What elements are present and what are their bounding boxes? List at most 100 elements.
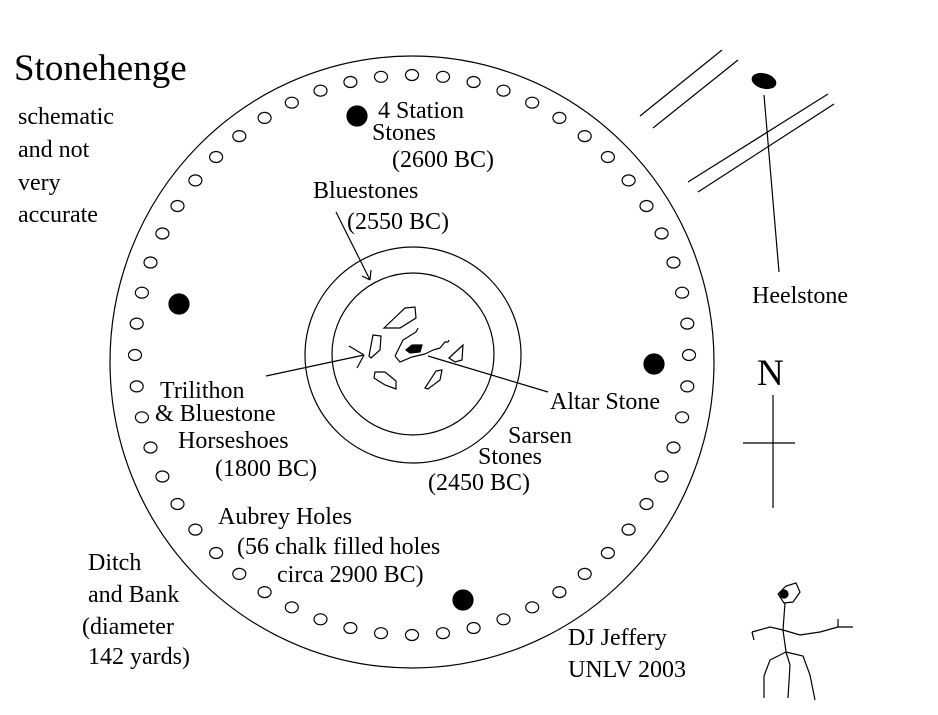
station-stone — [452, 589, 474, 611]
aubrey-hole — [654, 227, 669, 240]
aubrey-hole — [435, 627, 451, 640]
aubrey-hole — [552, 111, 567, 125]
ditch-label: 142 yards) — [82, 644, 190, 670]
aubrey-hole — [404, 628, 420, 642]
stick-figure-icon — [751, 582, 853, 701]
aubrey-hole — [600, 150, 616, 164]
aubrey-hole — [257, 111, 272, 125]
aubrey-hole — [143, 256, 158, 269]
aubrey-hole — [188, 523, 203, 536]
aubrey-hole — [621, 174, 636, 187]
aubrey-hole — [284, 96, 299, 109]
sarsen-label: Stones — [478, 444, 542, 470]
altar-stone-pointer — [427, 355, 549, 393]
aubrey-hole — [666, 441, 681, 454]
horseshoes-label: Horseshoes — [178, 428, 289, 454]
aubrey-hole — [404, 68, 420, 82]
aubrey-hole — [343, 75, 358, 89]
aubrey-hole — [600, 546, 616, 560]
aubrey-hole — [209, 150, 224, 164]
avenue-line — [697, 103, 835, 193]
station-stone — [346, 105, 368, 127]
bluestones-arrow — [335, 211, 372, 281]
aubrey-hole — [373, 627, 389, 640]
aubrey-hole — [313, 84, 328, 97]
aubrey-hole — [435, 70, 451, 83]
aubrey-date: circa 2900 BC) — [277, 562, 424, 588]
aubrey-hole — [188, 174, 203, 187]
note-line: very — [18, 170, 61, 196]
north-arrow-icon — [743, 395, 795, 508]
aubrey-hole — [496, 613, 511, 626]
north-label: N — [757, 353, 784, 394]
aubrey-hole — [639, 199, 654, 213]
credit-affiliation: UNLV 2003 — [568, 657, 686, 683]
sarsen-circle — [304, 246, 522, 464]
ditch-and-bank-circle — [109, 55, 715, 669]
aubrey-hole — [639, 497, 654, 511]
aubrey-hole — [343, 621, 358, 635]
aubrey-hole — [209, 546, 224, 560]
horseshoes-label: Trilithon — [160, 378, 244, 404]
aubrey-hole — [155, 470, 170, 483]
aubrey-label: (56 chalk filled holes — [237, 534, 440, 560]
station-stones-label: 4 Station — [378, 98, 464, 124]
horseshoes-arrow — [265, 345, 365, 377]
aubrey-hole — [525, 601, 540, 614]
aubrey-hole — [373, 70, 389, 83]
bluestones-date: (2550 BC) — [347, 209, 449, 235]
sarsen-date: (2450 BC) — [428, 470, 530, 496]
aubrey-hole — [525, 96, 540, 109]
horseshoe-stones — [368, 306, 464, 390]
aubrey-hole — [577, 130, 592, 143]
aubrey-hole — [143, 441, 158, 454]
bluestones-label: Bluestones — [313, 178, 418, 204]
horseshoes-date: (1800 BC) — [215, 456, 317, 482]
aubrey-hole — [134, 286, 149, 299]
bluestone-circle — [331, 272, 495, 436]
aubrey-hole — [674, 411, 690, 424]
avenue-line — [652, 59, 739, 129]
credit-author: DJ Jeffery — [568, 625, 667, 651]
note-line: schematic — [18, 104, 114, 130]
aubrey-hole — [654, 470, 669, 483]
aubrey-hole — [170, 497, 185, 511]
aubrey-hole — [284, 601, 299, 614]
ditch-label: and Bank — [88, 582, 179, 608]
ditch-label: (diameter — [82, 614, 174, 640]
sarsen-label: Sarsen — [508, 423, 572, 449]
note-line: accurate — [18, 202, 98, 228]
aubrey-hole — [232, 567, 247, 581]
station-stones-label: Stones — [372, 120, 436, 146]
aubrey-hole — [621, 523, 636, 536]
aubrey-hole — [466, 621, 481, 635]
aubrey-hole — [129, 317, 144, 330]
heelstone-label: Heelstone — [752, 283, 848, 309]
altar-stone-mark — [405, 344, 423, 354]
aubrey-hole — [232, 130, 247, 143]
aubrey-hole — [466, 75, 481, 89]
station-stone — [168, 293, 190, 315]
aubrey-hole — [577, 567, 592, 581]
aubrey-hole — [674, 286, 690, 299]
aubrey-hole — [134, 411, 149, 424]
heelstone-mark — [751, 72, 777, 90]
aubrey-hole — [552, 585, 567, 599]
altar-stone-label: Altar Stone — [550, 389, 660, 415]
aubrey-hole — [127, 348, 143, 362]
aubrey-hole — [666, 256, 681, 269]
aubrey-hole — [129, 380, 144, 393]
horseshoes-label: & Bluestone — [155, 401, 276, 427]
heelstone-pointer — [763, 94, 780, 273]
avenue-line — [687, 93, 829, 183]
station-stones-date: (2600 BC) — [392, 147, 494, 173]
avenue-line — [639, 49, 723, 117]
aubrey-hole — [155, 227, 170, 240]
aubrey-label: Aubrey Holes — [218, 504, 352, 530]
diagram-title: Stonehenge — [14, 48, 187, 89]
aubrey-hole — [170, 199, 185, 213]
aubrey-hole — [680, 317, 695, 330]
aubrey-hole — [496, 84, 511, 97]
aubrey-hole — [257, 585, 272, 599]
